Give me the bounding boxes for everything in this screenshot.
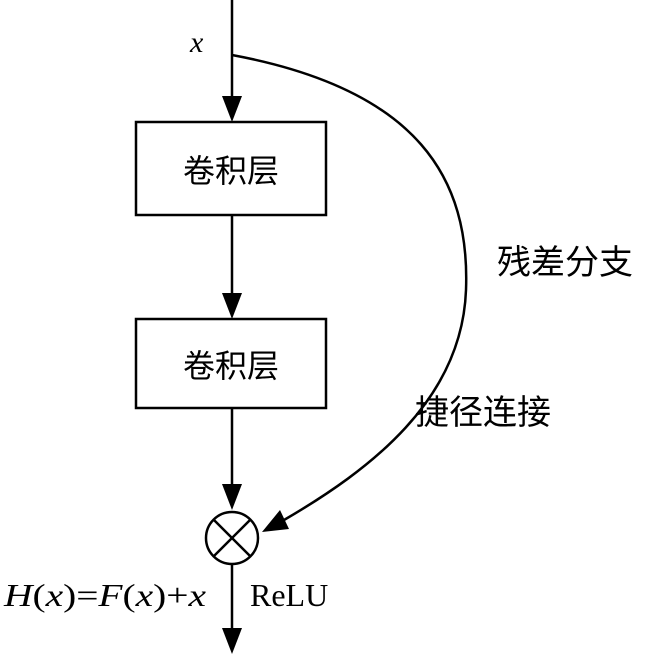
formula-lparen-2: ( xyxy=(123,577,136,613)
input-arrow-head xyxy=(222,96,242,122)
conv-block-2 xyxy=(134,317,328,410)
relu-label: ReLU xyxy=(250,577,328,613)
formula-rparen-eq: )= xyxy=(63,577,98,613)
formula-x-1: x xyxy=(44,577,63,613)
output-formula: H(x)=F(x)+x xyxy=(3,577,206,613)
shortcut-connection-label: 捷径连接 xyxy=(415,393,551,433)
shortcut-arrow-head xyxy=(262,510,289,532)
conv2-to-sum-arrow-head xyxy=(222,484,242,510)
residual-branch-label: 残差分支 xyxy=(497,243,633,283)
conv1-to-conv2-arrow-head xyxy=(222,293,242,319)
formula-x-2: x xyxy=(134,577,153,613)
formula-rparen-plus: )+ xyxy=(153,577,188,613)
input-label: x xyxy=(189,26,204,59)
circled-times-icon xyxy=(204,510,260,566)
conv-block-1-label: 卷积层 xyxy=(183,152,279,190)
formula-H: H xyxy=(3,577,35,613)
conv-block-2-label: 卷积层 xyxy=(183,347,279,385)
formula-x-3: x xyxy=(187,577,206,613)
formula-lparen-1: ( xyxy=(32,577,45,613)
output-arrow-head xyxy=(222,628,242,654)
formula-F: F xyxy=(97,577,123,613)
shortcut-connection-curve xyxy=(231,53,468,522)
